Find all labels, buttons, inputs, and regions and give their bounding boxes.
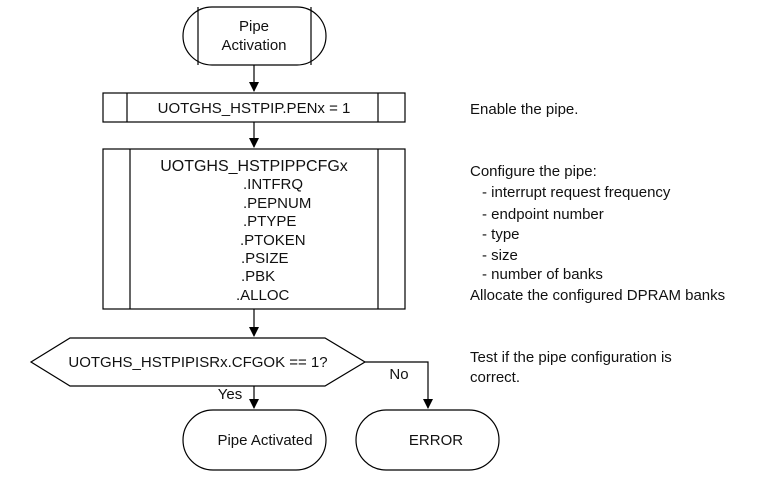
config-note-item: - size [482,247,518,264]
config-field: .INTFRQ [243,176,303,193]
config-note-item: - number of banks [482,266,603,283]
decision-note-line2: correct. [470,369,520,386]
config-step-box: UOTGHS_HSTPIPPCFGx .INTFRQ .PEPNUM .PTYP… [102,148,406,310]
config-note-title: Configure the pipe: [470,163,597,180]
config-step-note: Configure the pipe: - interrupt request … [470,163,725,304]
config-note-item: - type [482,226,520,243]
config-note-item: - interrupt request frequency [482,184,671,201]
yes-branch-label: Yes [218,386,242,403]
enable-step-label: UOTGHS_HSTPIP.PENx = 1 [158,100,351,117]
enable-step-box: UOTGHS_HSTPIP.PENx = 1 [102,92,406,123]
config-field: .PEPNUM [243,195,311,212]
start-label-line1: Pipe [239,18,269,35]
config-field: .PSIZE [241,250,289,267]
config-field: .PTYPE [243,213,296,230]
enable-step-note: Enable the pipe. [470,101,578,118]
decision-note-line1: Test if the pipe configuration is [470,349,672,366]
config-note-footer: Allocate the configured DPRAM banks [470,287,725,304]
config-register-name: UOTGHS_HSTPIPPCFGx [160,158,348,175]
pipe-activated-terminator: Pipe Activated [182,409,327,471]
no-branch-label: No [389,366,408,383]
config-field: .PBK [241,268,275,285]
config-field: .PTOKEN [240,232,306,249]
error-terminator: ERROR [355,409,500,471]
error-label: ERROR [409,432,463,449]
decision-diamond: UOTGHS_HSTPIPISRx.CFGOK == 1? [29,337,367,387]
arrow-no-branch [365,361,433,409]
config-field: .ALLOC [236,287,290,304]
start-label-line2: Activation [221,37,286,54]
config-note-item: - endpoint number [482,206,604,223]
decision-label: UOTGHS_HSTPIPISRx.CFGOK == 1? [68,354,327,371]
start-terminator: Pipe Activation [182,6,327,66]
pipe-activated-label: Pipe Activated [217,432,312,449]
